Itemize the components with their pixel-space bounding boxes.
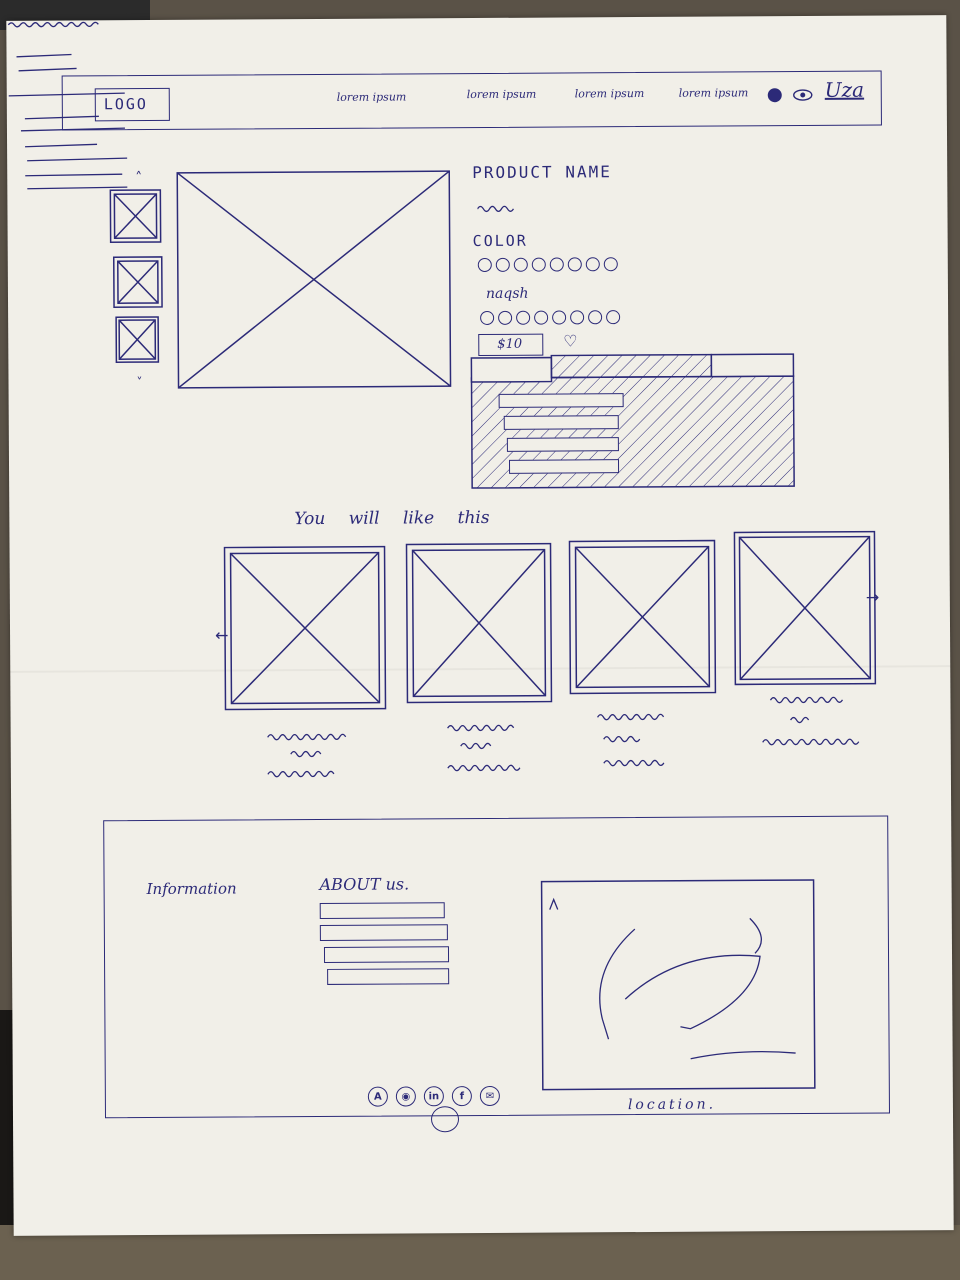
product-name: PRODUCT NAME [472,162,612,183]
linkedin-icon[interactable]: in [423,1086,444,1107]
about-line [319,924,448,941]
back-to-top-button[interactable] [430,1106,460,1133]
recommend-card-3-text [597,713,665,767]
details-line [498,393,624,408]
social-icon[interactable]: ✉ [479,1085,500,1107]
color-swatch[interactable] [531,257,546,272]
thumb-up-arrow-icon[interactable]: ˄ [135,170,143,187]
eye-icon[interactable] [792,88,814,102]
nav-item-1[interactable]: lorem ipsum [336,90,407,104]
recommend-card-2-image[interactable] [405,542,553,704]
logo-box[interactable]: LOGO [94,87,170,122]
social-icon[interactable]: A [367,1086,388,1107]
price-button[interactable]: $10 [478,333,544,357]
about-line [327,968,450,985]
details-line [508,459,620,474]
pattern-swatch[interactable] [606,310,621,325]
recommend-card-4-text [762,696,860,746]
recommend-card-2-text [447,724,521,772]
heart-icon[interactable]: ♡ [563,331,578,351]
details-line [506,437,619,452]
recommend-card-1-text [267,733,347,778]
color-swatch[interactable] [477,257,492,273]
color-swatch[interactable] [585,257,600,272]
wireframe-paper: LOGO lorem ipsum lorem ipsum lorem ipsum… [6,15,954,1236]
about-line [319,902,445,919]
recommend-card-4-image[interactable] [733,530,877,686]
pattern-swatch[interactable] [516,310,531,325]
nav-item-4[interactable]: lorem ipsum [678,86,749,100]
main-product-image [176,170,452,389]
logo-text: LOGO [103,95,148,114]
pattern-swatches [480,310,621,325]
location-label: location. [627,1096,717,1114]
color-label: COLOR [472,231,528,251]
recommend-title: You will like this [294,507,490,530]
details-line [503,415,619,430]
color-swatches [477,257,618,273]
color-swatch[interactable] [603,257,618,272]
pattern-swatch[interactable] [588,310,603,325]
facebook-icon[interactable]: f [451,1086,472,1107]
price-text: $10 [497,336,523,352]
thumbnail-2[interactable] [112,256,163,308]
pattern-swatch[interactable] [570,310,585,325]
pattern-swatch[interactable] [552,310,567,325]
about-title: ABOUT us. [319,874,410,894]
information-title: Information [146,879,237,899]
recommend-card-3-image[interactable] [568,539,717,695]
color-swatch[interactable] [567,257,582,272]
thumbnail-1[interactable] [109,189,162,244]
color-swatch[interactable] [549,257,564,272]
pattern-swatch[interactable] [498,310,513,325]
instagram-icon[interactable]: ◉ [395,1086,416,1107]
location-map[interactable] [540,878,821,1095]
pattern-swatch[interactable] [534,310,549,325]
thumb-down-arrow-icon[interactable]: ˅ [136,375,143,390]
social-icons: A ◉ in f ✉ [367,1085,500,1107]
theme-toggle-icon[interactable] [767,88,782,103]
thumbnail-3[interactable] [115,316,160,363]
language-switch[interactable]: Uza [824,77,865,102]
nav-item-3[interactable]: lorem ipsum [574,86,645,101]
nav-item-2[interactable]: lorem ipsum [466,87,537,102]
color-swatch[interactable] [513,257,528,272]
information-links [7,21,128,190]
pattern-swatch[interactable] [480,310,495,325]
recommend-card-1-image[interactable] [223,545,387,711]
product-description-scribble [477,205,515,213]
color-swatch[interactable] [495,257,510,272]
about-line [323,946,450,963]
pattern-label: naqsh [485,285,529,302]
